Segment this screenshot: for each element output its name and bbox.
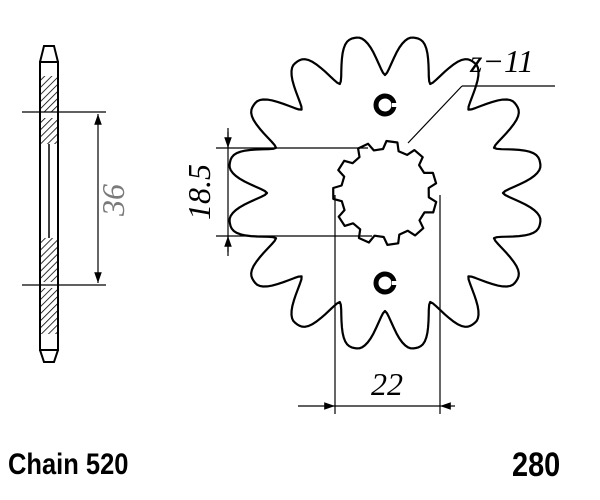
side-section-view: 36 [22, 45, 131, 363]
front-view: z−11 18.5 22 [181, 36, 555, 414]
side-hatch-upper [41, 118, 57, 144]
bore-height-label: 18.5 [181, 164, 217, 220]
spline-width-label: 22 [371, 366, 403, 402]
side-hatch-lower [41, 238, 57, 282]
side-top-tooth [39, 45, 59, 63]
chain-label: Chain 520 [8, 448, 129, 481]
outer-tooth-profile [228, 36, 542, 350]
inner-spline-profile [332, 139, 438, 246]
teeth-leader-line [407, 85, 463, 144]
bolt-hole-bottom [373, 271, 399, 295]
teeth-count-label: z−11 [469, 43, 534, 79]
side-bottom-tooth [39, 349, 59, 363]
bolt-hole-top [373, 93, 399, 117]
side-hatch-bottom [41, 288, 57, 334]
side-hub-outline [39, 61, 59, 351]
side-hatch-top [41, 76, 57, 112]
side-height-label: 36 [95, 184, 131, 217]
part-number: 280 [512, 446, 561, 484]
